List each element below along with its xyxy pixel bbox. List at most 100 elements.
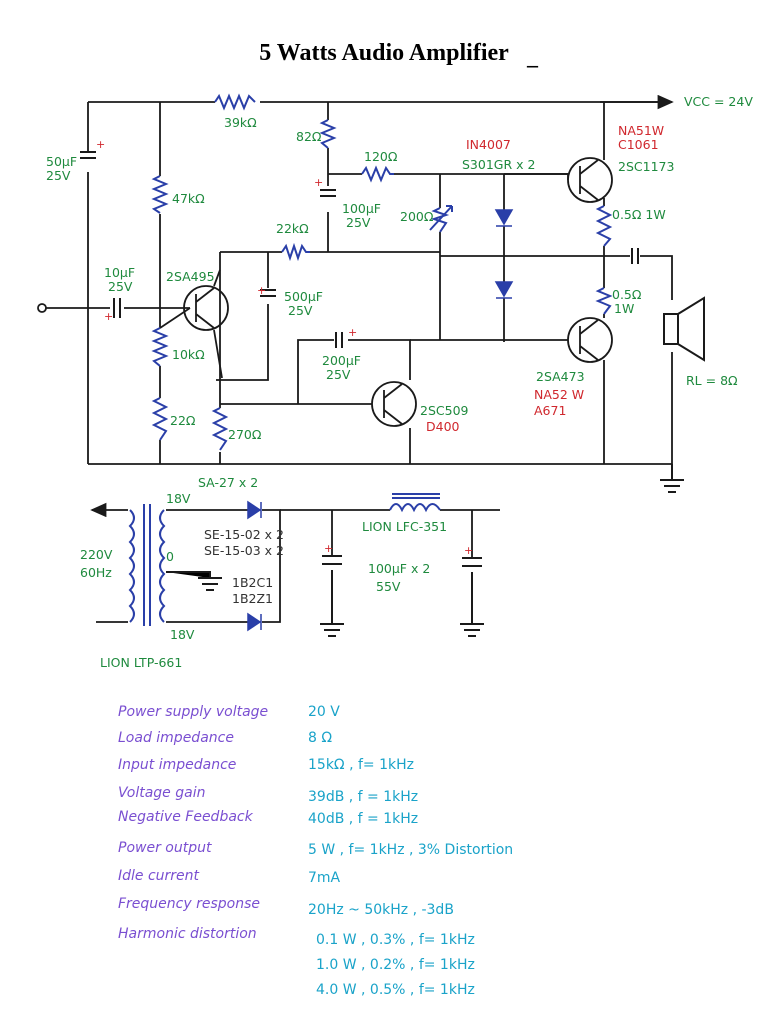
potentiometer-arrow: [429, 205, 453, 231]
vcc-label: VCC = 24V: [684, 94, 753, 109]
load-label: RL = 8Ω: [686, 373, 738, 388]
spec-value: 0.1 W , 0.3% , f= 1kHz: [316, 932, 475, 948]
diode-pair-label: S301GR x 2: [462, 157, 536, 172]
q-top-label: 2SC1173: [618, 159, 675, 174]
r22k-label: 22kΩ: [276, 221, 309, 236]
psu-caps: [322, 555, 482, 567]
zero-label: 0: [166, 549, 174, 564]
v-sec-bot-label: 18V: [170, 627, 195, 642]
ground-cap2: [460, 572, 484, 637]
transformer-icon: [128, 504, 166, 626]
transistor-q1: [183, 285, 229, 331]
pot200-label: 200Ω: [400, 209, 434, 224]
cap-200uf: [335, 332, 343, 348]
c100-top-label: 100µF: [342, 201, 382, 216]
input-terminal: [37, 303, 47, 313]
transistor-driver: [371, 381, 417, 427]
q-top-alt2-label: C1061: [618, 137, 659, 152]
r47k-label: 47kΩ: [172, 191, 205, 206]
spec-name: Idle current: [118, 868, 200, 884]
svg-text:+: +: [324, 542, 333, 555]
spec-value: 20 V: [308, 704, 340, 720]
ground-amp: [660, 464, 684, 493]
caps-label: 100µF x 2: [368, 561, 431, 576]
mains-label: 220V: [80, 547, 113, 562]
psu-diodes: [247, 500, 262, 632]
freq-label: 60Hz: [80, 565, 112, 580]
psu-wires: [90, 502, 500, 623]
svg-text:+: +: [348, 326, 357, 339]
r10k-label: 10kΩ: [172, 347, 205, 362]
page-title: 5 Watts Audio Amplifier: [259, 40, 509, 66]
q-bot-alt2-label: A671: [534, 403, 567, 418]
q1-label: 2SA495: [166, 269, 215, 284]
ground-cap1: [320, 570, 344, 637]
cap-50uf: [80, 151, 96, 159]
ground-psu-center: [166, 571, 222, 591]
cap-10uf: [113, 298, 121, 318]
alt1-label: SE-15-02 x 2: [204, 527, 284, 542]
transistors: [183, 157, 613, 427]
spec-value: 8 Ω: [308, 730, 333, 746]
r120-label: 120Ω: [364, 149, 398, 164]
c50-label: 50µF: [46, 154, 78, 169]
resistor-05-bot: [595, 287, 613, 315]
r05-top-label: 0.5Ω 1W: [612, 207, 666, 222]
transistor-bottom: [567, 317, 613, 363]
spec-value-extra: 4.0 W , 0.5% , f= 1kHz: [316, 982, 475, 998]
resistors: [151, 93, 613, 451]
svg-text:+: +: [314, 176, 323, 189]
resistor-10k: [151, 327, 169, 367]
spec-name: Frequency response: [118, 896, 260, 912]
amplifier-wires: [46, 94, 674, 465]
q-top-alt-label: NA51W: [618, 123, 665, 138]
c500-v-label: 25V: [288, 303, 313, 318]
c10-label: 10µF: [104, 265, 136, 280]
resistor-05-top: [595, 205, 613, 247]
spec-value: 20Hz ~ 50kHz , -3dB: [308, 902, 454, 918]
resistor-22: [151, 397, 169, 441]
diode-type-label: IN4007: [466, 137, 511, 152]
resistor-120: [361, 165, 394, 183]
capacitors: [80, 151, 639, 348]
r05-bot-label: 0.5Ω: [612, 287, 642, 302]
alt2-label: SE-15-03 x 2: [204, 543, 284, 558]
r39k-label: 39kΩ: [224, 115, 257, 130]
q-drv-label: 2SC509: [420, 403, 469, 418]
spec-value: 15kΩ , f= 1kHz: [308, 757, 414, 773]
spec-name: Power supply voltage: [118, 704, 269, 720]
q-drv-alt-label: D400: [426, 419, 460, 434]
resistor-270: [211, 407, 229, 451]
c100-top-v-label: 25V: [346, 215, 371, 230]
spec-value: 7mA: [308, 870, 341, 886]
c200-label: 200µF: [322, 353, 362, 368]
resistor-82: [319, 119, 337, 149]
svg-text:+: +: [257, 284, 266, 297]
q-bot-label: 2SA473: [536, 369, 585, 384]
cap-500uf: [260, 289, 276, 297]
svg-text:+: +: [104, 310, 113, 323]
c500-label: 500µF: [284, 289, 324, 304]
ground-symbols: [166, 464, 684, 637]
resistor-47k: [151, 175, 169, 214]
caps-v-label: 55V: [376, 579, 401, 594]
spec-value: 40dB , f = 1kHz: [308, 811, 419, 827]
r22-label: 22Ω: [170, 413, 196, 428]
spec-name: Load impedance: [118, 730, 234, 746]
c10-v-label: 25V: [108, 279, 133, 294]
v-sec-top-label: 18V: [166, 491, 191, 506]
rect-diode-bot: [247, 612, 262, 632]
cap-output: [631, 248, 639, 264]
choke-label: LION LFC-351: [362, 519, 448, 534]
diodes: [494, 209, 514, 299]
spec-name: Voltage gain: [118, 785, 206, 801]
diode-1: [494, 209, 514, 227]
transistor-top: [567, 157, 613, 203]
resistor-39k: [214, 93, 256, 111]
rect-diode-top: [247, 500, 262, 520]
rect-type-label: SA-27 x 2: [198, 475, 259, 490]
r82-label: 82Ω: [296, 129, 322, 144]
speaker-icon: [663, 296, 705, 362]
c200-v-label: 25V: [326, 367, 351, 382]
